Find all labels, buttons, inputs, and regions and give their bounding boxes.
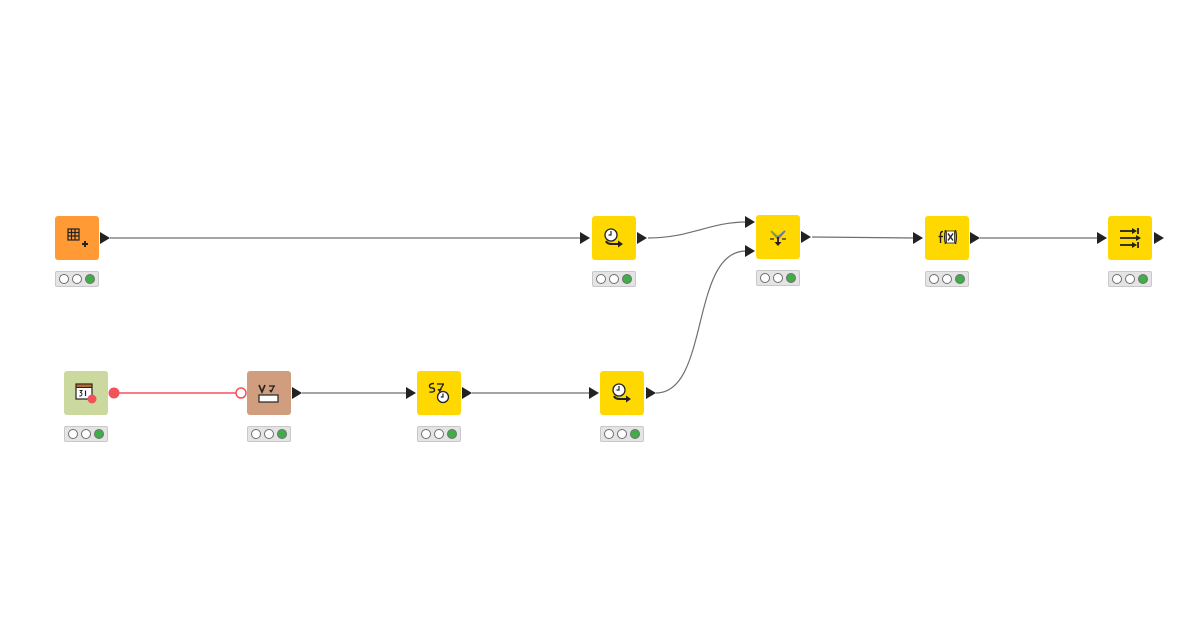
node-status-variable-to-table bbox=[247, 426, 291, 442]
output-port[interactable] bbox=[1154, 232, 1164, 244]
status-light-idle bbox=[251, 429, 261, 439]
status-light-executed bbox=[630, 429, 640, 439]
table-plus-icon bbox=[67, 228, 88, 247]
node-column-rename[interactable] bbox=[1108, 216, 1152, 260]
output-port[interactable] bbox=[100, 232, 110, 244]
status-light-executed bbox=[1138, 274, 1148, 284]
status-light-idle bbox=[604, 429, 614, 439]
output-port[interactable] bbox=[462, 387, 472, 399]
status-light-idle bbox=[929, 274, 939, 284]
status-light-idle bbox=[596, 274, 606, 284]
connection-time-shift-2-to-joiner-bottom[interactable] bbox=[655, 250, 747, 394]
status-light-idle bbox=[421, 429, 431, 439]
node-date-time-shift-2[interactable] bbox=[600, 371, 644, 415]
status-light-configured bbox=[609, 274, 619, 284]
status-light-executed bbox=[786, 273, 796, 283]
status-light-idle bbox=[68, 429, 78, 439]
variable-table-icon bbox=[258, 384, 279, 403]
input-port[interactable] bbox=[1097, 232, 1107, 244]
arrows-right-icon bbox=[1120, 228, 1141, 248]
output-port[interactable] bbox=[292, 387, 302, 399]
status-light-executed bbox=[277, 429, 287, 439]
input-port[interactable] bbox=[406, 387, 416, 399]
status-light-configured bbox=[434, 429, 444, 439]
input-port[interactable] bbox=[913, 232, 923, 244]
status-light-executed bbox=[94, 429, 104, 439]
flow-variable-output-port[interactable] bbox=[108, 387, 120, 399]
node-joiner[interactable] bbox=[756, 215, 800, 259]
node-status-date-time-shift-2 bbox=[600, 426, 644, 442]
input-port[interactable] bbox=[745, 245, 755, 257]
status-light-configured bbox=[1125, 274, 1135, 284]
node-date-time-shift[interactable] bbox=[592, 216, 636, 260]
node-status-column-rename bbox=[1108, 271, 1152, 287]
node-math-formula[interactable] bbox=[925, 216, 969, 260]
node-status-date-configuration bbox=[64, 426, 108, 442]
status-light-configured bbox=[81, 429, 91, 439]
node-variable-to-table[interactable] bbox=[247, 371, 291, 415]
connection-joiner-to-formula[interactable] bbox=[811, 236, 915, 239]
status-light-configured bbox=[617, 429, 627, 439]
node-date-configuration[interactable] bbox=[64, 371, 108, 415]
status-light-executed bbox=[622, 274, 632, 284]
status-light-configured bbox=[264, 429, 274, 439]
status-light-configured bbox=[72, 274, 82, 284]
node-table-creator[interactable] bbox=[55, 216, 99, 260]
node-status-date-time-shift bbox=[592, 271, 636, 287]
status-light-idle bbox=[59, 274, 69, 284]
string-to-clock-icon bbox=[428, 382, 450, 404]
status-light-configured bbox=[942, 274, 952, 284]
output-port[interactable] bbox=[637, 232, 647, 244]
status-light-executed bbox=[447, 429, 457, 439]
node-status-string-to-date-time bbox=[417, 426, 461, 442]
output-port[interactable] bbox=[970, 232, 980, 244]
input-port[interactable] bbox=[589, 387, 599, 399]
clock-shift-icon bbox=[604, 228, 623, 248]
output-port[interactable] bbox=[646, 387, 656, 399]
output-port[interactable] bbox=[801, 231, 811, 243]
status-light-configured bbox=[773, 273, 783, 283]
node-status-table-creator bbox=[55, 271, 99, 287]
connection-time-shift-to-joiner-top[interactable] bbox=[647, 221, 747, 239]
calendar-icon bbox=[75, 383, 97, 404]
status-light-executed bbox=[85, 274, 95, 284]
function-x-icon bbox=[938, 229, 957, 245]
status-light-executed bbox=[955, 274, 965, 284]
status-light-idle bbox=[760, 273, 770, 283]
input-port[interactable] bbox=[745, 216, 755, 228]
node-status-math-formula bbox=[925, 271, 969, 287]
join-icon bbox=[770, 230, 786, 246]
node-status-joiner bbox=[756, 270, 800, 286]
node-string-to-date-time[interactable] bbox=[417, 371, 461, 415]
input-port[interactable] bbox=[580, 232, 590, 244]
clock-shift-icon bbox=[612, 383, 631, 403]
status-light-idle bbox=[1112, 274, 1122, 284]
flow-variable-input-port[interactable] bbox=[235, 387, 247, 399]
